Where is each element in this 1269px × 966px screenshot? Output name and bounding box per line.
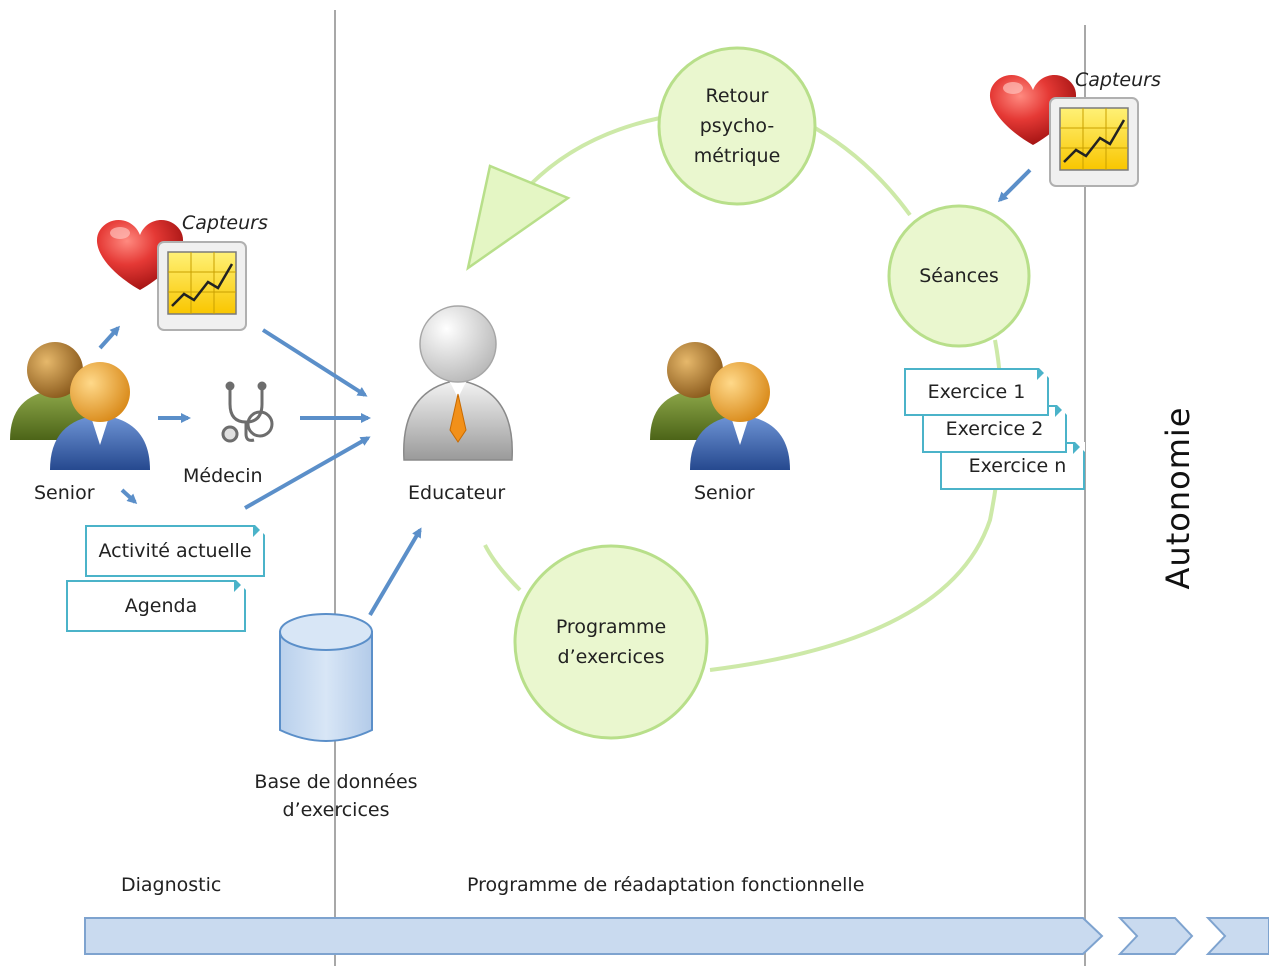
arrow-capteurs-to-educateur xyxy=(261,328,368,397)
timeline xyxy=(84,917,1269,955)
phase-autonomie-label: Autonomie xyxy=(1159,406,1197,590)
document-activite-actuelle: Activité actuelle xyxy=(85,525,265,577)
arrow-activite-to-educateur xyxy=(244,436,371,510)
programme-line2: d’exercices xyxy=(557,646,665,668)
flow-arrows xyxy=(98,168,1032,617)
retour-psychometrique-label: Retour psycho- métrique xyxy=(659,48,815,204)
seances-circle xyxy=(887,204,1031,348)
capteurs-label-right: Capteurs xyxy=(1075,69,1161,91)
arrow-senior-to-activite xyxy=(120,488,138,505)
programme-exercices-circle xyxy=(513,544,709,740)
document-exercice-n-label: Exercice n xyxy=(968,455,1067,477)
retour-psychometrique-circle xyxy=(657,46,817,206)
document-activite-label: Activité actuelle xyxy=(98,540,252,562)
document-agenda: Agenda xyxy=(66,580,246,632)
seances-label: Séances xyxy=(919,265,999,287)
document-exercice-1: Exercice 1 xyxy=(904,368,1049,416)
senior-left-label: Senior xyxy=(34,482,95,504)
chart-icon xyxy=(157,241,247,331)
document-agenda-label: Agenda xyxy=(124,595,198,617)
programme-line1: Programme xyxy=(555,616,667,638)
retour-line1: Retour xyxy=(705,85,769,107)
capteurs-label-left: Capteurs xyxy=(182,212,268,234)
timeline-chevron-2 xyxy=(1205,917,1269,955)
educateur-label: Educateur xyxy=(408,482,506,504)
cycle-arrowhead xyxy=(466,164,571,271)
timeline-chevron-1 xyxy=(1117,917,1194,955)
timeline-main-arrow xyxy=(84,917,1104,955)
arrow-senior-to-capteurs xyxy=(98,325,121,350)
retour-line3: métrique xyxy=(693,145,781,167)
database-label-line1: Base de données xyxy=(254,771,418,793)
arrow-database-to-educateur xyxy=(368,527,422,617)
database-icon xyxy=(279,613,373,742)
chart-icon xyxy=(1049,97,1139,187)
database-label: Base de données d’exercices xyxy=(236,768,436,824)
phase-diagnostic-label: Diagnostic xyxy=(121,874,222,896)
stethoscope-icon xyxy=(221,381,274,443)
educator-icon xyxy=(403,305,513,461)
retour-line2: psycho- xyxy=(699,115,775,137)
phase-programme-label: Programme de réadaptation fonctionnelle xyxy=(467,874,865,896)
document-exercice-2-label: Exercice 2 xyxy=(945,418,1044,440)
person-icon xyxy=(10,342,150,470)
database-label-line2: d’exercices xyxy=(282,799,390,821)
document-exercice-1-label: Exercice 1 xyxy=(927,381,1026,403)
programme-exercices-label: Programme d’exercices xyxy=(515,546,707,738)
senior-center-label: Senior xyxy=(694,482,755,504)
arrow-capteurs-to-seances xyxy=(997,168,1032,203)
medecin-label: Médecin xyxy=(183,465,263,487)
person-icon xyxy=(650,342,790,470)
